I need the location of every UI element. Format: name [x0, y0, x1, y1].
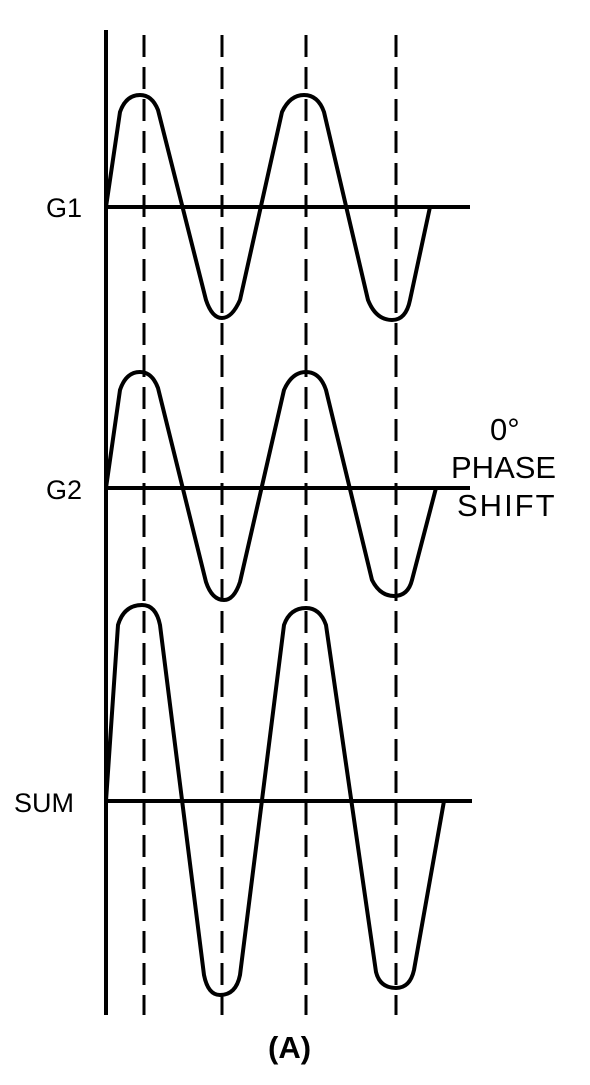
g2-label: G2	[46, 475, 82, 505]
phase-word-label: PHASE	[451, 450, 556, 485]
figure-caption: (A)	[268, 1030, 311, 1065]
phase-degree-label: 0°	[490, 412, 520, 447]
g1-waveform	[104, 93, 432, 322]
g2-waveform	[104, 370, 438, 602]
g1-label: G1	[46, 193, 82, 223]
shift-word-label: SHIFT	[457, 488, 557, 523]
sum-label: SUM	[14, 788, 74, 818]
sum-waveform	[104, 603, 446, 997]
